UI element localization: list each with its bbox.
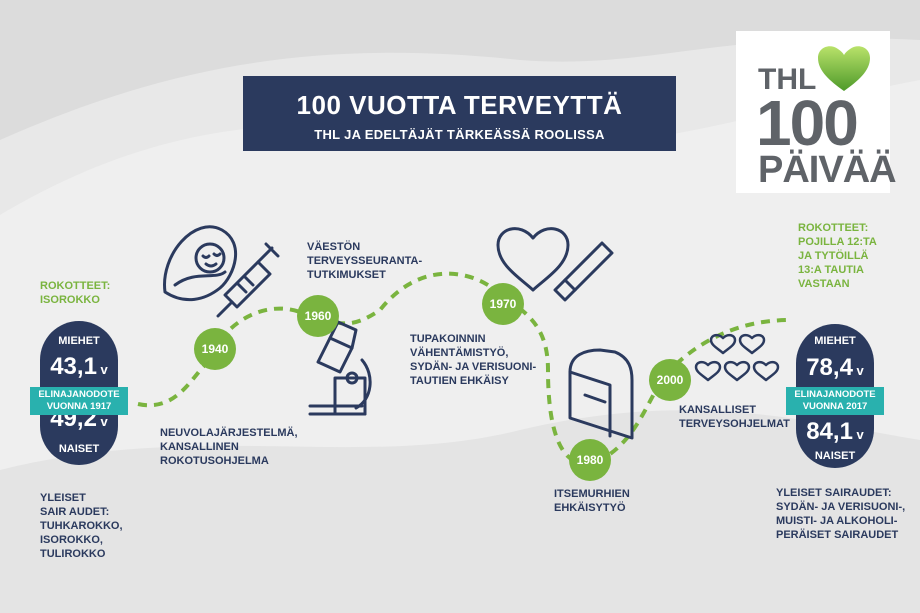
milestone-1940-text: NEUVOLAJÄRJESTELMÄ, KANSALLINEN ROKOTUSO… [160, 427, 298, 467]
hearts-group-icon [694, 333, 780, 382]
logo-paivaa: PÄIVÄÄ [758, 149, 897, 191]
milestone-1960-text: VÄESTÖN TERVEYSSEURANTA- TUTKIMUKSET [307, 241, 423, 281]
left-men-label: MIEHET [58, 335, 100, 347]
right-banner: ELINAJANODOTE VUONNA 2017 [786, 387, 884, 415]
page-subtitle: THL JA EDELTÄJÄT TÄRKEÄSSÄ ROOLISSA [314, 127, 605, 142]
right-vaccines: ROKOTTEET: POJILLA 12:TA JA TYTÖILLÄ 13:… [798, 222, 877, 290]
milestone-2000-text: KANSALLISET TERVEYSOHJELMAT [679, 404, 790, 430]
milestone-1980-text: ITSEMURHIEN EHKÄISYTYÖ [554, 488, 630, 514]
right-women-value: 84,1 v [806, 418, 864, 445]
left-men-value: 43,1 v [50, 353, 108, 380]
right-men-value: 78,4 v [806, 354, 864, 381]
page-title: 100 VUOTTA TERVEYTTÄ [296, 90, 623, 120]
left-banner: ELINAJANODOTE VUONNA 1917 [30, 387, 128, 415]
year-1960: 1960 [297, 295, 339, 337]
syringe-icon [216, 242, 280, 318]
microscope-icon [308, 320, 372, 416]
milestone-1970-text: TUPAKOINNIN VÄHENTÄMISTYÖ, SYDÄN- JA VER… [410, 333, 537, 387]
year-1980: 1980 [569, 439, 611, 481]
year-1940: 1940 [194, 328, 236, 370]
title-box: 100 VUOTTA TERVEYTTÄ THL JA EDELTÄJÄT TÄ… [243, 76, 676, 151]
cigarette-icon [553, 241, 614, 302]
year-1970: 1970 [482, 283, 524, 325]
right-men-label: MIEHET [814, 335, 856, 347]
heart-icon [496, 227, 570, 292]
left-women-label: NAISET [58, 443, 100, 455]
year-2000: 2000 [649, 359, 691, 401]
thl-heart-icon [818, 46, 870, 91]
logo-thl: THL [758, 63, 817, 96]
right-women-label: NAISET [814, 450, 856, 462]
left-diseases: YLEISET SAIR AUDET: TUHKAROKKO, ISOROKKO… [40, 492, 123, 560]
thl-logo: THL 100 PÄIVÄÄ [736, 31, 897, 193]
right-diseases: YLEISET SAIRAUDET: SYDÄN- JA VERISUONI-,… [776, 487, 906, 541]
logo-100: 100 [756, 87, 859, 159]
left-vaccines: ROKOTTEET: ISOROKKO [40, 280, 111, 306]
baby-icon [163, 225, 238, 302]
left-life-expectancy-pill: MIEHET 43,1 v 49,2 v NAISET [40, 321, 118, 465]
mailbox-icon [568, 348, 634, 440]
